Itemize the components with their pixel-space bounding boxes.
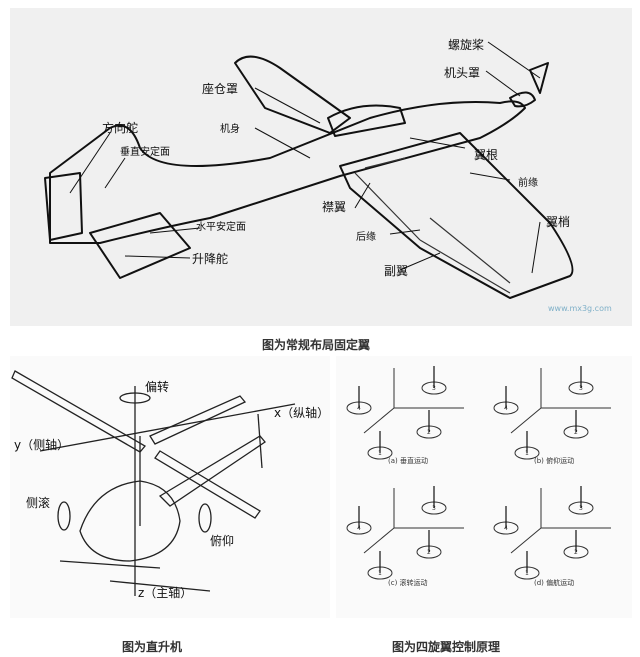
pitch-label: 俯仰 — [210, 534, 235, 548]
fuselage-label: 机身 — [220, 124, 240, 135]
quad-rotor-number: 2 — [427, 549, 431, 556]
landing-skids — [59, 560, 211, 592]
vertical-stabilizer-label: 垂直安定面 — [120, 147, 170, 158]
quad-rotor-number: 4 — [504, 525, 508, 532]
quad-panel-a-label: (a) 垂直运动 — [388, 457, 428, 465]
spinner-label: 机头罩 — [444, 66, 481, 80]
spinner-outline — [509, 91, 536, 108]
quad-rotor-number: 3 — [579, 505, 583, 512]
quad-axis-line — [363, 407, 395, 434]
quad-rotor-number: 4 — [357, 405, 361, 412]
quad-rotor-number: 2 — [574, 549, 578, 556]
quad-rotor-number: 4 — [504, 405, 508, 412]
wing-tip-label: 翼梢 — [546, 215, 571, 229]
quad-axis-line — [363, 527, 395, 554]
horizontal-stabilizer-label: 水平安定面 — [196, 222, 246, 233]
quad-rotor-number: 3 — [579, 385, 583, 392]
upper-wing-outline — [234, 55, 351, 134]
canopy-outline — [327, 104, 406, 137]
quad-axis-line — [510, 407, 542, 434]
flap-label: 襟翼 — [322, 200, 347, 214]
trailing-edge-label: 后缘 — [356, 232, 376, 243]
helicopter-diagram-panel: 偏转 x（纵轴） y（侧轴） 侧滚 俯仰 z（主轴） — [10, 356, 330, 618]
leading-edge-label: 前缘 — [518, 178, 538, 189]
tail-boom — [158, 435, 266, 507]
z-axis-label: z（主轴） — [138, 586, 193, 600]
quad-panel-c-label: (c) 滚转运动 — [388, 579, 428, 587]
propeller-label: 螺旋桨 — [448, 38, 485, 52]
y-axis-label: y（侧轴） — [14, 438, 70, 452]
rotor-blade-right — [154, 450, 261, 519]
quad-rotor-number: 1 — [378, 570, 382, 577]
quadrotor-diagram-panel: 1 2 3 4 1 2 3 4 1 2 3 4 1 2 3 4 (a) 垂直运动 (b) 俯仰运动 (c) 滚… — [336, 356, 632, 618]
rudder-label: 方向舵 — [102, 121, 139, 135]
wing-root-label: 翼根 — [474, 148, 499, 162]
watermark: www.mx3g.com — [548, 304, 612, 313]
quad-rotor-number: 1 — [525, 570, 529, 577]
helicopter-body — [79, 480, 181, 562]
main-wing-outline — [339, 132, 574, 299]
quad-rotor-number: 2 — [427, 429, 431, 436]
quad-rotor-number: 2 — [574, 429, 578, 436]
yaw-label: 偏转 — [145, 380, 170, 394]
quad-rotor-number: 3 — [432, 385, 436, 392]
quad-panel-b-label: (b) 俯仰运动 — [534, 457, 575, 465]
quad-rotor-number: 1 — [378, 450, 382, 457]
helicopter-drawing — [11, 370, 296, 596]
canopy-label: 座仓罩 — [202, 82, 239, 96]
rotor-blade-top — [149, 395, 247, 445]
fuselage-outline — [49, 100, 526, 244]
fixed-wing-diagram-panel: 螺旋桨 机头罩 座仓罩 机身 方向舵 垂直安定面 翼根 前缘 襟翼 后缘 翼梢 … — [10, 8, 632, 326]
helicopter-caption: 图为直升机 — [122, 640, 183, 654]
quad-rotor-number: 4 — [357, 525, 361, 532]
aileron-label: 副翼 — [384, 264, 409, 278]
quad-rotor-number: 1 — [525, 450, 529, 457]
elevator-label: 升降舵 — [192, 252, 229, 266]
x-axis-label: x（纵轴） — [274, 406, 330, 420]
quad-panel-d-label: (d) 偏航运动 — [534, 579, 575, 587]
roll-label: 侧滚 — [26, 496, 51, 510]
fixed-wing-drawing — [44, 41, 574, 299]
vertical-stabilizer-outline — [44, 172, 83, 241]
quadrotor-drawing: 1 2 3 4 1 2 3 4 1 2 3 4 1 2 3 4 — [346, 366, 611, 580]
propeller-blade — [529, 62, 549, 94]
quadrotor-caption: 图为四旋翼控制原理 — [392, 640, 501, 654]
quad-rotor-number: 3 — [432, 505, 436, 512]
fixed-wing-caption: 图为常规布局固定翼 — [262, 338, 371, 352]
quad-axis-line — [510, 527, 542, 554]
horizontal-stabilizer-outline — [89, 212, 191, 279]
